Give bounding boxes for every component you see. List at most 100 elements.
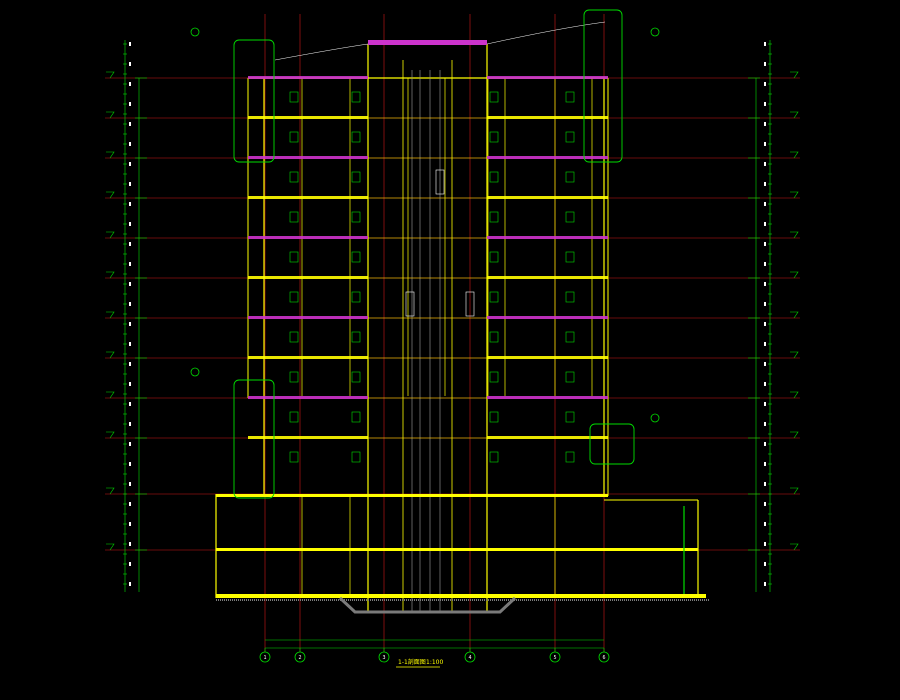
- window-marker: [565, 291, 575, 303]
- dim-text-mark: [129, 442, 131, 446]
- roof-curve: [486, 21, 606, 45]
- axis-label-1: 1: [263, 655, 266, 661]
- level-symbol-left: [106, 271, 115, 279]
- window-marker: [489, 91, 499, 103]
- window-marker: [289, 171, 299, 183]
- floor-slab-right: [487, 196, 608, 199]
- window-marker: [351, 211, 361, 223]
- window-marker: [289, 451, 299, 463]
- dim-text-mark: [129, 182, 131, 186]
- dim-text-mark: [764, 522, 766, 526]
- ground-slab: [216, 594, 706, 598]
- dim-text-mark: [764, 442, 766, 446]
- dim-text-mark: [129, 162, 131, 166]
- level-symbol-right: [790, 391, 799, 399]
- dim-text-mark: [129, 222, 131, 226]
- floor-slab-left: [248, 196, 368, 199]
- revision-cloud: [233, 39, 275, 163]
- dim-text-mark: [129, 122, 131, 126]
- window-marker: [489, 291, 499, 303]
- dim-text-mark: [129, 562, 131, 566]
- drawing-scale: 1:100: [426, 659, 443, 666]
- level-symbol-left: [106, 431, 115, 439]
- level-symbol-right: [790, 231, 799, 239]
- dim-text-mark: [764, 542, 766, 546]
- window-marker: [489, 371, 499, 383]
- dim-text-mark: [129, 102, 131, 106]
- dim-text-mark: [129, 342, 131, 346]
- dim-text-mark: [129, 542, 131, 546]
- window-marker: [289, 211, 299, 223]
- floor-slab-left: [248, 156, 368, 159]
- dim-text-mark: [764, 122, 766, 126]
- axis-label-5: 5: [553, 655, 556, 661]
- floor-slab-left: [248, 436, 368, 439]
- window-marker: [565, 331, 575, 343]
- level-symbol-right: [790, 311, 799, 319]
- level-symbol-right: [790, 543, 799, 551]
- floor-slab-left: [248, 356, 368, 359]
- level-symbol-right: [790, 71, 799, 79]
- floor-slab-right: [487, 236, 608, 239]
- callout-bubble: [190, 367, 200, 377]
- podium-slab: [216, 494, 608, 497]
- level-symbol-left: [106, 191, 115, 199]
- floor-slab-right: [487, 356, 608, 359]
- drawing-title-block: 1-1剖面图 1:100: [396, 658, 443, 668]
- window-marker: [351, 131, 361, 143]
- dim-text-mark: [764, 562, 766, 566]
- level-symbol-right: [790, 431, 799, 439]
- dim-text-mark: [129, 422, 131, 426]
- floor-slab-right: [487, 156, 608, 159]
- level-symbol-left: [106, 543, 115, 551]
- callout-bubble: [190, 27, 200, 37]
- floor-slab-left: [248, 316, 368, 319]
- window-marker: [351, 371, 361, 383]
- level-symbol-right: [790, 271, 799, 279]
- level-symbol-right: [790, 191, 799, 199]
- revision-cloud: [233, 379, 275, 499]
- axis-label-4: 4: [468, 655, 471, 661]
- dim-text-mark: [129, 62, 131, 66]
- window-marker: [489, 411, 499, 423]
- window-marker: [289, 411, 299, 423]
- window-marker: [565, 411, 575, 423]
- floor-slab-left: [248, 76, 368, 79]
- axis-bubble: [378, 651, 390, 663]
- window-marker: [351, 451, 361, 463]
- window-marker: [289, 251, 299, 263]
- window-marker: [565, 131, 575, 143]
- dim-text-mark: [129, 82, 131, 86]
- dim-text-mark: [764, 302, 766, 306]
- dim-text-mark: [129, 522, 131, 526]
- axis-label-3: 3: [382, 655, 385, 661]
- foundation-pit: [338, 596, 517, 614]
- dim-text-mark: [764, 102, 766, 106]
- dim-text-mark: [764, 262, 766, 266]
- dim-text-mark: [129, 242, 131, 246]
- dim-text-mark: [764, 82, 766, 86]
- revision-cloud: [583, 9, 623, 163]
- dim-text-mark: [129, 582, 131, 586]
- dim-text-mark: [129, 502, 131, 506]
- window-marker: [565, 371, 575, 383]
- window-marker: [565, 251, 575, 263]
- window-marker: [565, 91, 575, 103]
- dim-text-mark: [764, 322, 766, 326]
- building-section: [215, 21, 710, 614]
- dim-text-mark: [129, 362, 131, 366]
- axis-bubble: [294, 651, 306, 663]
- level-symbol-left: [106, 351, 115, 359]
- window-marker: [351, 291, 361, 303]
- floor-slab-left: [248, 276, 368, 279]
- window-marker: [351, 411, 361, 423]
- axis-bubble: [464, 651, 476, 663]
- dimension-chains: [106, 40, 799, 649]
- window-marker: [351, 91, 361, 103]
- roof-curve: [274, 43, 369, 61]
- drawing-title: 1-1剖面图: [398, 658, 426, 666]
- callout-bubble: [650, 413, 660, 423]
- roof-slab: [368, 40, 487, 45]
